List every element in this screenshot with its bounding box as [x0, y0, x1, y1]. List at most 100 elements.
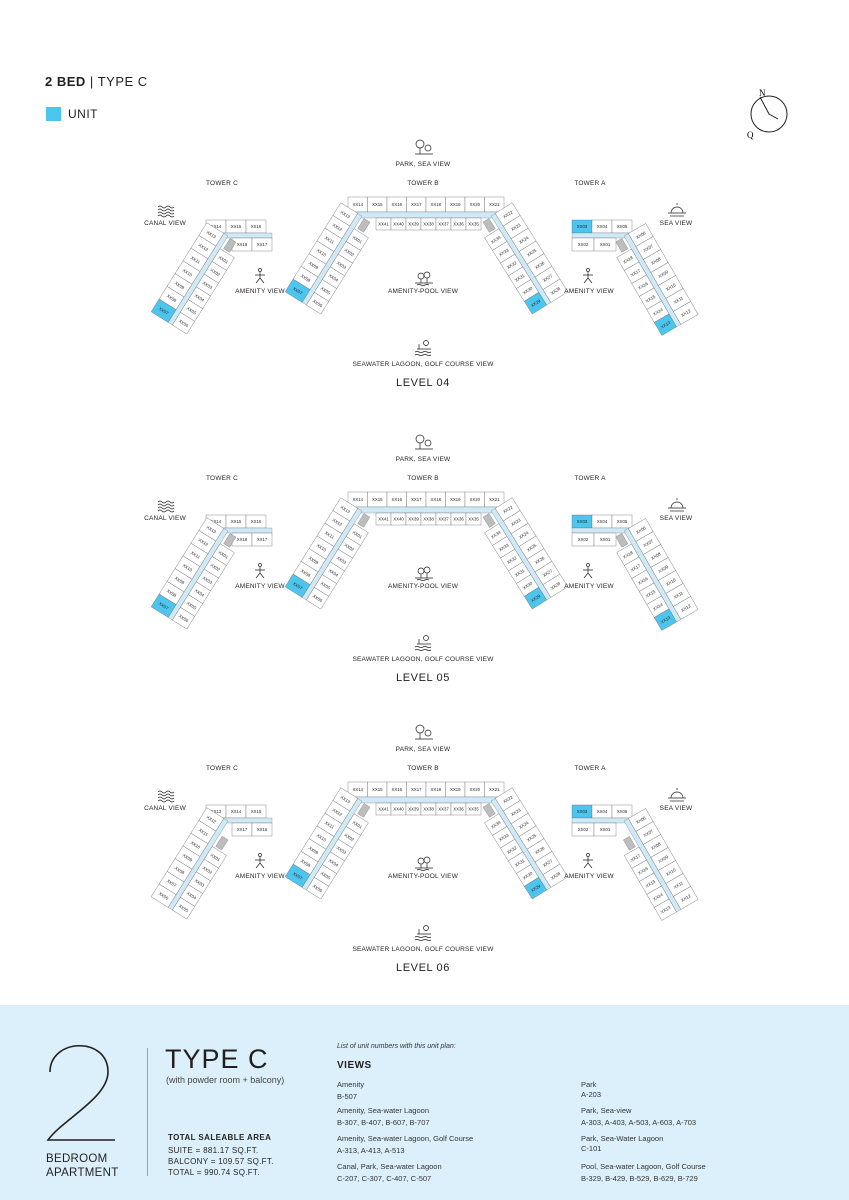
unit-label: XX41 — [378, 222, 389, 227]
highlighted-unit — [524, 877, 547, 900]
unit-cell — [542, 863, 569, 888]
unit-label: XX06 — [178, 613, 190, 623]
unit-label: XX09 — [174, 575, 186, 585]
amenity-icon — [583, 268, 593, 284]
unit-label: XX03 — [577, 519, 588, 524]
unit-label: XX05 — [320, 871, 332, 881]
highlighted-unit — [150, 298, 177, 323]
unit-label: XX04 — [597, 809, 608, 814]
tower-wing: XX13XX12XX11XX10XX09XX08XX07XX01XX02XX03… — [150, 517, 237, 630]
unit-label: XX03 — [336, 555, 348, 565]
stair-core — [357, 218, 371, 233]
unit-label: XX15 — [645, 589, 657, 599]
unit-label: XX40 — [393, 517, 404, 522]
tower-c-label: TOWER C — [206, 765, 238, 772]
unit-label: XX38 — [423, 222, 434, 227]
unit-label: XX10 — [182, 563, 194, 573]
unit-label: XX04 — [328, 568, 340, 578]
unit-label: XX20 — [469, 787, 480, 792]
unit-label: XX11 — [324, 235, 336, 245]
unit-label: XX18 — [237, 537, 248, 542]
unit-cell — [673, 301, 699, 325]
unit-label: XX30 — [522, 580, 534, 590]
unit-cell — [673, 886, 699, 910]
unit-label: XX01 — [351, 820, 363, 830]
unit-label: XX25 — [526, 247, 538, 257]
suite-area: SUITE = 881.17 SQ.FT. — [168, 1146, 259, 1155]
unit-label: XX01 — [351, 235, 363, 245]
unit-label: XX05 — [178, 903, 190, 913]
unit-label: XX24 — [518, 820, 530, 830]
area-heading: TOTAL SALEABLE AREA — [168, 1133, 272, 1142]
unit-label: XX11 — [324, 820, 336, 830]
unit-cell — [542, 278, 569, 303]
sea-sun-icon — [668, 788, 686, 802]
unit-label: XX10 — [316, 248, 328, 258]
unit-label: XX02 — [209, 267, 221, 277]
canal-wave-icon — [157, 500, 175, 513]
unit-label: XX07 — [642, 828, 654, 838]
view-units: C-101 — [581, 1144, 602, 1153]
unit-label: XX29 — [530, 883, 542, 893]
stair-core — [615, 238, 629, 253]
unit-label: XX29 — [530, 593, 542, 603]
unit-label: XX13 — [339, 210, 351, 220]
unit-cell — [673, 596, 699, 620]
unit-label: XX08 — [300, 858, 312, 868]
tower-wing: XX06XX07XX08XX09XX10XX11XX12XX18XX17XX16… — [615, 518, 699, 631]
level-title: LEVEL 06 — [396, 962, 450, 974]
unit-label: XX08 — [650, 841, 662, 851]
unit-label: XX04 — [194, 293, 206, 303]
unit-label: XX11 — [190, 550, 202, 560]
apartment-line: APARTMENT — [46, 1167, 119, 1179]
compass-q: Q — [747, 130, 754, 140]
unit-label: XX03 — [577, 224, 588, 229]
divider — [147, 1048, 148, 1176]
highlighted-unit — [150, 593, 177, 618]
unit-label: XX11 — [673, 880, 685, 890]
unit-legend-swatch — [46, 107, 61, 121]
unit-label: XX27 — [542, 273, 554, 283]
unit-label: XX07 — [158, 306, 170, 316]
stair-core — [482, 803, 496, 818]
unit-label: XX02 — [202, 865, 214, 875]
unit-label: XX17 — [257, 242, 268, 247]
unit-label: XX22 — [502, 794, 514, 804]
unit-cell — [593, 532, 617, 547]
tower-wing: XX06XX07XX08XX09XX10XX11XX12XX17XX16XX15… — [623, 808, 699, 921]
unit-label: XX11 — [673, 590, 685, 600]
view-units: B-507 — [337, 1092, 358, 1101]
unit-label: XX15 — [372, 787, 383, 792]
unit-cell — [593, 237, 617, 252]
unit-label: XX07 — [642, 538, 654, 548]
unit-label: XX13 — [211, 809, 222, 814]
view-name: Canal, Park, Sea-water Lagoon — [337, 1162, 442, 1171]
unit-label: XX16 — [251, 519, 262, 524]
unit-label: XX37 — [438, 517, 449, 522]
unit-cell — [150, 883, 177, 908]
views-heading: VIEWS — [337, 1060, 372, 1071]
unit-label: XX21 — [489, 497, 500, 502]
tower-b-label: TOWER B — [407, 765, 439, 772]
tower-c-label: TOWER C — [206, 475, 238, 482]
unit-label: XX12 — [205, 815, 217, 825]
unit-label: XX36 — [453, 222, 464, 227]
view-units: A-303, A-403, A-503, A-603, A-703 — [581, 1118, 697, 1127]
unit-label: XX34 — [490, 529, 502, 539]
unit-label: XX04 — [186, 891, 198, 901]
unit-label: XX09 — [657, 854, 669, 864]
unit-label: XX15 — [372, 497, 383, 502]
unit-label: XX30 — [522, 285, 534, 295]
tower-a-label: TOWER A — [574, 475, 606, 482]
highlighted-unit — [654, 313, 677, 336]
tower-c-label: TOWER C — [206, 180, 238, 187]
sea-view-label: SEA VIEW — [659, 220, 693, 227]
corridor — [351, 211, 503, 219]
unit-cell — [172, 607, 195, 630]
unit-label: XX13 — [205, 230, 217, 240]
unit-label: XX05 — [186, 601, 198, 611]
unit-label: XX01 — [600, 242, 611, 247]
bed-count: 2 BED — [45, 74, 86, 89]
